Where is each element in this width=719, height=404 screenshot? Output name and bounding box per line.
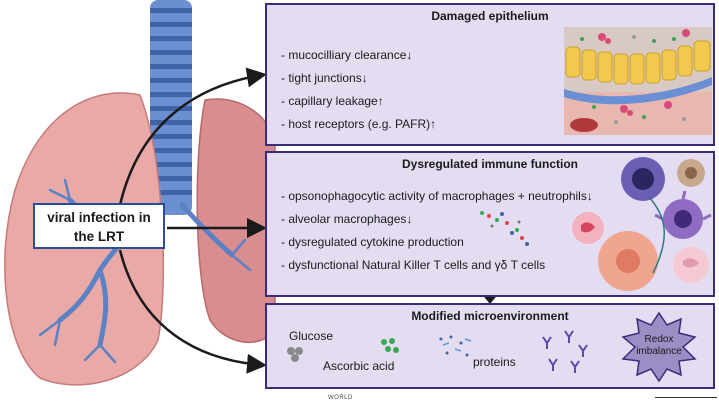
glucose-icon (287, 347, 303, 362)
viral-infection-box: viral infection in the LRT (33, 203, 165, 249)
footer-text: WORLD (328, 395, 353, 401)
list-item: - opsonophagocytic activity of macrophag… (281, 189, 593, 203)
list-item: - capillary leakage↑ (281, 94, 384, 108)
panel-title: Dysregulated immune function (401, 157, 579, 171)
decrease-arrow-icon: ↓ (406, 212, 413, 226)
panel-title: Damaged epithelium (431, 9, 549, 23)
cytokine-icon (480, 211, 529, 246)
immune-cells-icon (572, 157, 712, 291)
redox-label: Redox imbalance (636, 334, 682, 357)
decrease-arrow-icon: ↓ (586, 189, 593, 203)
footer-rule (655, 397, 717, 398)
list-item: - tight junctions↓ (281, 71, 368, 85)
antibodies-icon (542, 330, 588, 373)
ascorbic-acid-icon (381, 338, 399, 353)
modified-microenvironment-panel: Modified microenvironment Glucose Ascorb… (265, 303, 715, 389)
panel-title: Modified microenvironment (411, 309, 569, 323)
list-item: - mucocilliary clearance↓ (281, 48, 413, 62)
decrease-arrow-icon: ↓ (361, 71, 368, 85)
list-item: - dysregulated cytokine production (281, 235, 464, 249)
source-label-line1: viral infection in (47, 210, 151, 225)
increase-arrow-icon: ↑ (377, 94, 384, 108)
damaged-epithelium-panel: Damaged epithelium - mucocilliary cleara… (265, 3, 715, 146)
arrow-to-microenvironment (118, 249, 267, 374)
list-item: - alveolar macrophages↓ (281, 212, 413, 226)
trachea-icon (150, 0, 192, 215)
right-lung-icon (196, 98, 276, 344)
increase-arrow-icon: ↑ (430, 117, 437, 131)
glucose-label: Glucose (289, 329, 334, 343)
decrease-arrow-icon: ↓ (406, 48, 413, 62)
list-item: - dysfunctional Natural Killer T cells a… (281, 258, 546, 272)
epithelium-illustration-icon (564, 27, 712, 135)
redox-burst-icon (621, 311, 697, 383)
proteins-dots-icon (439, 335, 472, 357)
ascorbic-acid-label: Ascorbic acid (323, 359, 395, 373)
proteins-label: proteins (473, 355, 516, 369)
arrow-to-epithelium (118, 67, 267, 206)
source-label-line2: the LRT (73, 229, 125, 244)
dysregulated-immune-panel: Dysregulated immune function - opsonopha… (265, 151, 715, 297)
list-item: - host receptors (e.g. PAFR)↑ (281, 117, 437, 131)
